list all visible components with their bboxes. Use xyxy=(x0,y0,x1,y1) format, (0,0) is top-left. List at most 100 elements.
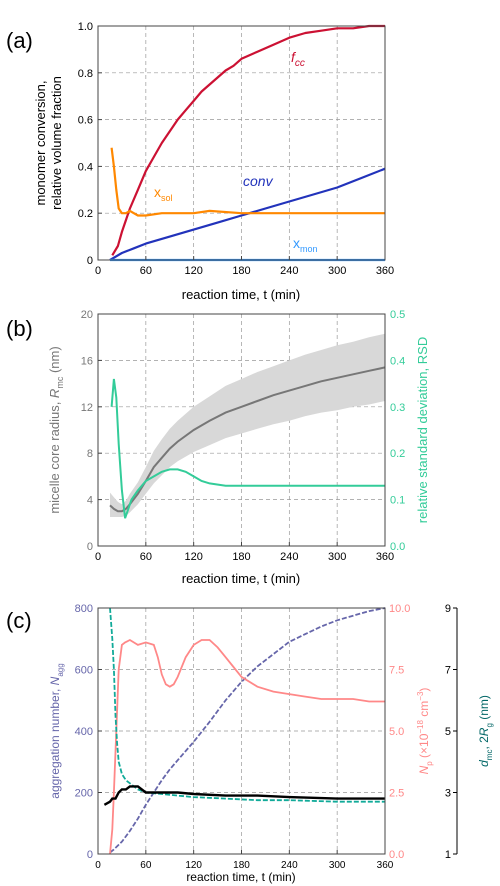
panel-c-y-mid-part5: cm xyxy=(417,701,431,720)
panel-c-right-tick-label-2: 5 xyxy=(445,726,451,738)
panel-c-xtick-label-120: 120 xyxy=(185,860,202,871)
panel-c-y-left-part1: aggregation number, xyxy=(48,685,62,798)
panel-a-series-x_sol xyxy=(110,147,385,217)
panel-a-label-xsol-main: x xyxy=(154,184,161,200)
panel-c-y-right-part2: mc xyxy=(485,750,494,761)
panel-label-a: (a) xyxy=(6,28,33,53)
panel-a-ytick-label-0: 0 xyxy=(87,255,93,267)
panel-c-xtick-label-0: 0 xyxy=(95,860,101,871)
panel-a-label-xmon-main: x xyxy=(293,235,300,251)
panel-a-xtick-label-300: 300 xyxy=(328,265,346,277)
panel-b-right-ytick-label-5: 0.5 xyxy=(390,309,405,321)
panel-c-y-right-part5: g xyxy=(485,723,494,727)
panel-label-c: (c) xyxy=(6,608,32,633)
panel-a-xtick-label-240: 240 xyxy=(280,265,298,277)
panel-b-xtick-label-240: 240 xyxy=(280,551,298,563)
panel-c-series-n-agg xyxy=(109,607,386,854)
panel-b-right-ytick-label-0: 0.0 xyxy=(390,541,405,553)
panel-c-y-right-part6: (nm) xyxy=(477,695,491,723)
panel-a-ytick-label-1: 0.2 xyxy=(78,208,93,220)
panel-c-xtick-label-180: 180 xyxy=(233,860,250,871)
panel-c-y-right-part3: , 2 xyxy=(477,736,491,750)
panel-a-label-conv: conv xyxy=(243,173,274,189)
panel-c-mid-ytick-label-3: 7.5 xyxy=(389,665,404,677)
panel-a-y-axis-label-line2: relative volume fraction xyxy=(49,76,64,210)
panel-c-y-mid-part7: ) xyxy=(417,688,431,692)
panel-b-left-ytick-label-3: 12 xyxy=(81,402,93,414)
panel-c-y-mid-part6: −3 xyxy=(416,691,425,701)
panel-c-y-left-part2: N xyxy=(48,676,62,685)
panel-b-xtick-label-180: 180 xyxy=(232,551,250,563)
panel-a-label-xsol: xsol xyxy=(154,184,173,203)
panel-c-y-mid-part1: N xyxy=(417,765,431,774)
panel-a-label-fcc-sub: cc xyxy=(295,58,305,69)
panel-a-xtick-label-60: 60 xyxy=(140,265,152,277)
panel-a-xtick-label-120: 120 xyxy=(184,265,202,277)
panel-a-y-axis-label-line1: monomer conversion, xyxy=(33,81,48,206)
panel-a-label-fcc-main: f xyxy=(291,49,297,65)
panel-c-y-mid-part4: −18 xyxy=(416,719,425,733)
panel-b-xtick-label-60: 60 xyxy=(140,551,152,563)
panel-label-b: (b) xyxy=(6,316,33,341)
panel-a-ytick-label-3: 0.6 xyxy=(78,115,93,127)
panel-a-label-xsol-sub: sol xyxy=(161,193,173,203)
panel-c-mid-ytick-label-4: 10.0 xyxy=(389,603,410,615)
panel-c-y-axis-label-mid: Np (×10−18 cm−3) xyxy=(416,688,434,775)
panel-b-left-ytick-label-0: 0 xyxy=(87,541,93,553)
panel-c-y-mid-part3: (×10 xyxy=(417,733,431,761)
panel-b-y-left-part1: micelle core radius, xyxy=(47,398,62,514)
panel-c-mid-ytick-label-1: 2.5 xyxy=(389,788,404,800)
panel-c-right-tick-label-1: 3 xyxy=(445,788,451,800)
panel-a-label-xmon: xmon xyxy=(293,235,318,254)
panel-c-y-right-part1: d xyxy=(477,760,491,767)
panel-b-xtick-label-120: 120 xyxy=(184,551,202,563)
panel-a-label-fcc: fcc xyxy=(291,49,305,69)
panel-c-left-ytick-label-2: 400 xyxy=(75,726,93,738)
panel-c-xtick-label-60: 60 xyxy=(140,860,152,871)
panel-b-y-axis-label-left: micelle core radius, Rmc (nm) xyxy=(47,346,65,513)
panel-c-left-ytick-label-0: 0 xyxy=(87,849,93,861)
panel-c-xtick-label-360: 360 xyxy=(377,860,394,871)
panel-b-left-ytick-label-4: 16 xyxy=(81,355,93,367)
panel-b-rmc-band xyxy=(110,333,385,517)
panel-b-series-rsd xyxy=(110,378,385,519)
panel-c-x-axis-label: reaction time, t (min) xyxy=(186,870,295,884)
panel-a-ytick-label-2: 0.4 xyxy=(78,161,93,173)
panel-b-right-ytick-label-1: 0.1 xyxy=(390,495,405,507)
panel-c-series-2r-g xyxy=(103,785,385,806)
panel-b-series-rmc xyxy=(109,366,386,513)
panel-a-xtick-label-360: 360 xyxy=(376,265,394,277)
panel-a-xtick-label-0: 0 xyxy=(95,265,101,277)
panel-b-y-axis-label-right: relative standard deviation, RSD xyxy=(415,337,430,523)
panel-b-y-left-part4: (nm) xyxy=(47,346,62,376)
panel-c-y-mid-part2: p xyxy=(425,761,434,766)
panel-c-mid-ytick-label-2: 5.0 xyxy=(389,726,404,738)
panel-b-y-left-part2: R xyxy=(47,389,62,398)
panel-c-chart: 0 60 120 180 240 300 360 0 200 400 600 800 0.0 2.5 5.0… xyxy=(48,603,494,884)
panel-b-right-ytick-label-4: 0.4 xyxy=(390,355,405,367)
panel-b-xtick-label-300: 300 xyxy=(328,551,346,563)
panel-c-series-d-mc xyxy=(109,607,385,803)
panel-a-series-f_cc xyxy=(111,24,385,256)
panel-a-label-xmon-sub: mon xyxy=(300,244,318,254)
panel-c-xtick-label-300: 300 xyxy=(329,860,346,871)
panel-c-left-ytick-label-3: 600 xyxy=(75,665,93,677)
panel-b-xtick-label-360: 360 xyxy=(376,551,394,563)
panel-b-xtick-label-0: 0 xyxy=(95,551,101,563)
panel-a-ytick-label-4: 0.8 xyxy=(78,68,93,80)
panel-c-y-right-part4: R xyxy=(477,727,491,736)
panel-b-right-ytick-label-3: 0.3 xyxy=(390,402,405,414)
panel-b-left-ytick-label-5: 20 xyxy=(81,309,93,321)
panel-c-right-tick-label-3: 7 xyxy=(445,665,451,677)
panel-c-mid-ytick-label-0: 0.0 xyxy=(389,849,404,861)
panel-c-y-axis-label-right: dmc, 2Rg (nm) xyxy=(477,695,494,767)
panel-a-xtick-label-180: 180 xyxy=(232,265,250,277)
panel-b-right-ytick-label-2: 0.2 xyxy=(390,448,405,460)
panel-c-right-tick-label-0: 1 xyxy=(445,849,451,861)
panel-c-xtick-label-240: 240 xyxy=(281,860,298,871)
panel-c-left-ytick-label-4: 800 xyxy=(75,603,93,615)
panel-c-left-ytick-label-1: 200 xyxy=(75,788,93,800)
